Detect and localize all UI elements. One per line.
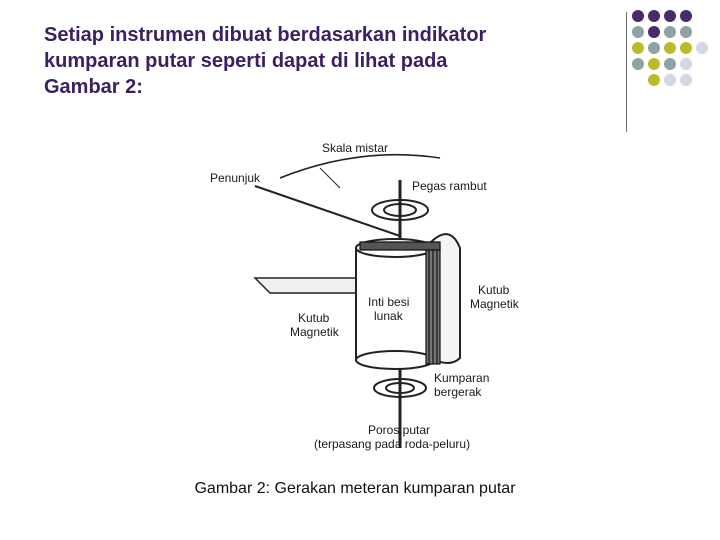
moving-coil-meter-diagram: Skala mistar Penunjuk Pegas rambut Kutub…	[210, 141, 520, 451]
label-coil-1: Kumparan	[434, 371, 489, 385]
scale-arc	[279, 153, 441, 179]
decorative-dot	[648, 42, 660, 54]
decorative-dot	[632, 42, 644, 54]
decorative-dot	[648, 26, 660, 38]
decorative-dot	[680, 42, 692, 54]
decorative-dot	[696, 42, 708, 54]
label-left-pole-1: Kutub	[298, 311, 330, 325]
decorative-dot	[664, 10, 676, 22]
pointer-needle	[254, 185, 401, 237]
figure-caption: Gambar 2: Gerakan meteran kumparan putar	[194, 480, 516, 497]
label-shaft-1: Poros putar	[368, 423, 430, 437]
decorative-dot	[632, 58, 644, 70]
left-magnetic-pole	[253, 277, 361, 294]
moving-coil-winding	[359, 241, 441, 365]
label-hairspring: Pegas rambut	[412, 179, 487, 193]
slide-title: Setiap instrumen dibuat berdasarkan indi…	[44, 24, 487, 98]
decorative-dot	[680, 74, 692, 86]
decorative-dot	[632, 10, 644, 22]
label-core-2: lunak	[374, 309, 404, 323]
decorative-dot	[680, 58, 692, 70]
decorative-dot	[680, 26, 692, 38]
label-right-pole-2: Magnetik	[470, 297, 520, 311]
decorative-dot	[664, 26, 676, 38]
decorative-dot	[680, 10, 692, 22]
label-core-1: Inti besi	[368, 295, 409, 309]
label-scale: Skala mistar	[322, 141, 388, 155]
decorative-dot	[632, 26, 644, 38]
label-left-pole-2: Magnetik	[290, 325, 340, 339]
divider-line	[626, 12, 627, 132]
label-pointer: Penunjuk	[210, 171, 261, 185]
label-coil-2: bergerak	[434, 385, 482, 399]
lower-hairspring	[373, 378, 427, 398]
decorative-dot	[648, 10, 660, 22]
decorative-dot	[648, 74, 660, 86]
decorative-dot	[648, 58, 660, 70]
label-right-pole-1: Kutub	[478, 283, 510, 297]
decorative-dot	[664, 74, 676, 86]
label-shaft-2: (terpasang pada roda-peluru)	[314, 437, 470, 451]
decorative-dot	[664, 58, 676, 70]
decorative-dot	[664, 42, 676, 54]
